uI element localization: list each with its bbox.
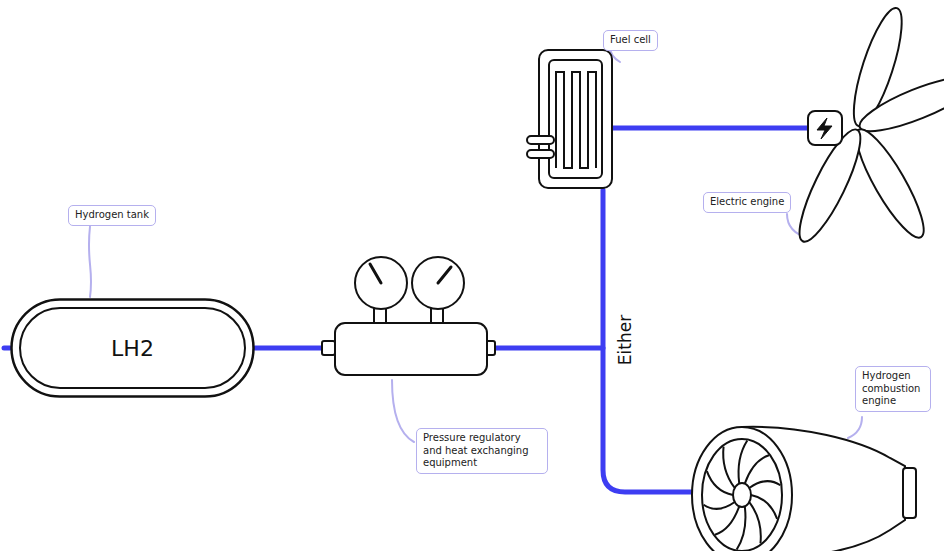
hydrogen-tank: LH2 — [10, 298, 255, 398]
pipe — [4, 346, 10, 351]
electric-motor — [808, 111, 842, 145]
regulator — [322, 257, 495, 375]
callout-text: Hydrogen combustion engine — [862, 370, 924, 408]
fan-blade — [707, 471, 733, 495]
tank-label: LH2 — [10, 336, 255, 361]
fan-blade — [749, 502, 761, 543]
fan-blade — [723, 447, 735, 488]
propeller — [789, 4, 944, 248]
fan-blade — [739, 441, 748, 484]
pipe — [255, 346, 322, 351]
pipe — [603, 190, 692, 492]
fan-blade — [737, 506, 746, 549]
leader-line — [848, 417, 862, 438]
leader-line — [89, 227, 91, 298]
callout-label: Pressure regulatory and heat exchanging … — [416, 428, 548, 474]
callout-label: Fuel cell — [603, 30, 658, 51]
callout-text: Electric engine — [710, 196, 784, 209]
callout-label: Hydrogen combustion engine — [855, 366, 931, 412]
pipe — [494, 346, 603, 351]
propeller-blade — [854, 67, 944, 141]
callout-text: Hydrogen tank — [75, 209, 149, 222]
fan-blade — [751, 495, 777, 519]
callout-label: Electric engine — [703, 192, 791, 213]
leader-line — [392, 380, 414, 442]
hydrogen-pipes — [4, 128, 808, 492]
callout-label: Hydrogen tank — [68, 205, 156, 226]
fuel-cell — [527, 50, 612, 188]
callout-text: Fuel cell — [610, 34, 651, 47]
pipe — [612, 126, 808, 131]
fan-blade — [745, 455, 769, 483]
branch-label: Either — [615, 313, 635, 367]
leader-lines — [392, 47, 862, 442]
fan-blade — [715, 506, 739, 534]
fan-blade — [704, 502, 735, 509]
callout-text: Pressure regulatory and heat exchanging … — [423, 432, 541, 470]
fan-blade — [749, 481, 780, 488]
combustion-engine — [692, 427, 916, 551]
